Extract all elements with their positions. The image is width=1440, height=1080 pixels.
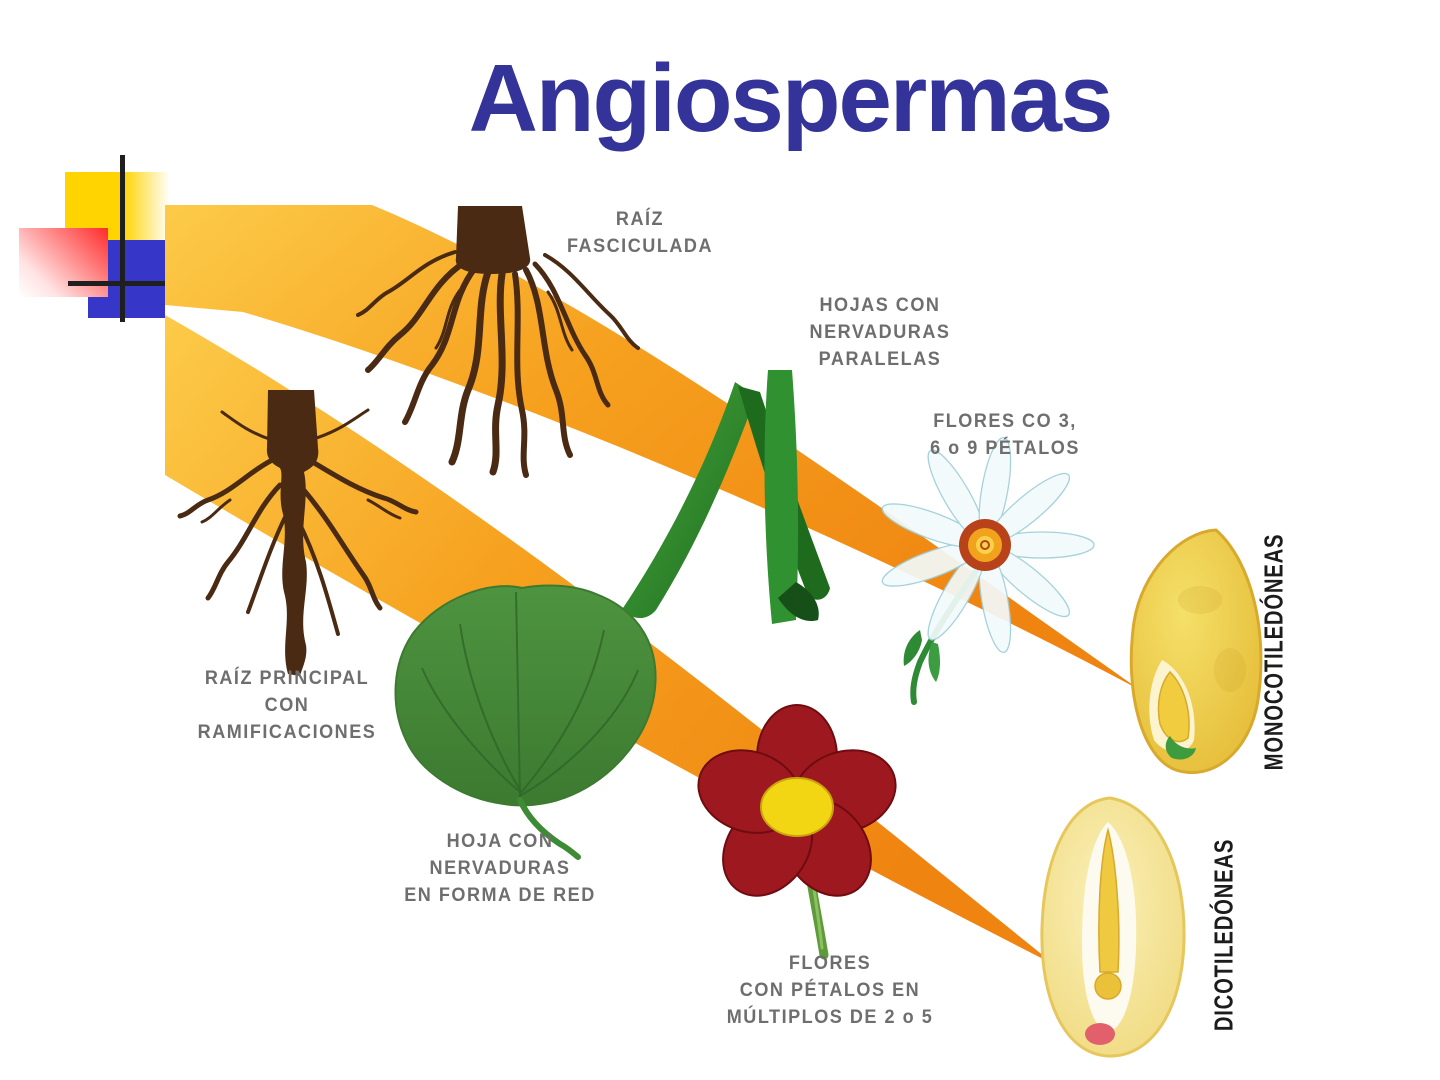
- page-title: Angiospermas: [468, 45, 1114, 152]
- label-flores-dicot: FLORES CON PÉTALOS EN MÚLTIPLOS DE 2 o 5: [726, 953, 934, 1028]
- dicot-seed-illustration: [1040, 796, 1186, 1058]
- dicot-flower-illustration: [697, 704, 897, 960]
- decoration-horizontal-line: [68, 281, 165, 286]
- monocot-flower-illustration: [881, 436, 1095, 705]
- label-raiz-fasciculada: RAÍZ FASCICULADA: [566, 209, 714, 257]
- label-hojas-nervaduras-paralelas: HOJAS CON NERVADURAS PARALELAS: [809, 295, 951, 370]
- monocot-seed-illustration: [1129, 528, 1263, 775]
- label-raiz-principal: RAÍZ PRINCIPAL CON RAMIFICACIONES: [197, 668, 377, 743]
- angiosperm-diagram-illustration: [165, 205, 1263, 1058]
- label-hoja-nervaduras-red: HOJA CON NERVADURAS EN FORMA DE RED: [404, 831, 596, 906]
- decoration-red-gradient-square: [19, 228, 108, 297]
- label-monocotiledoneas: MONOCOTILEDÓNEAS: [1258, 533, 1289, 771]
- parallel-vein-leaf-illustration: [623, 370, 830, 624]
- fibrous-root-illustration: [356, 206, 640, 478]
- net-vein-leaf-illustration: [394, 584, 657, 860]
- label-dicotiledoneas: DICOTILEDÓNEAS: [1208, 838, 1239, 1032]
- decoration-vertical-line: [120, 155, 125, 322]
- taproot-illustration: [177, 390, 419, 676]
- label-flores-monocot: FLORES CO 3, 6 o 9 PÉTALOS: [930, 411, 1080, 459]
